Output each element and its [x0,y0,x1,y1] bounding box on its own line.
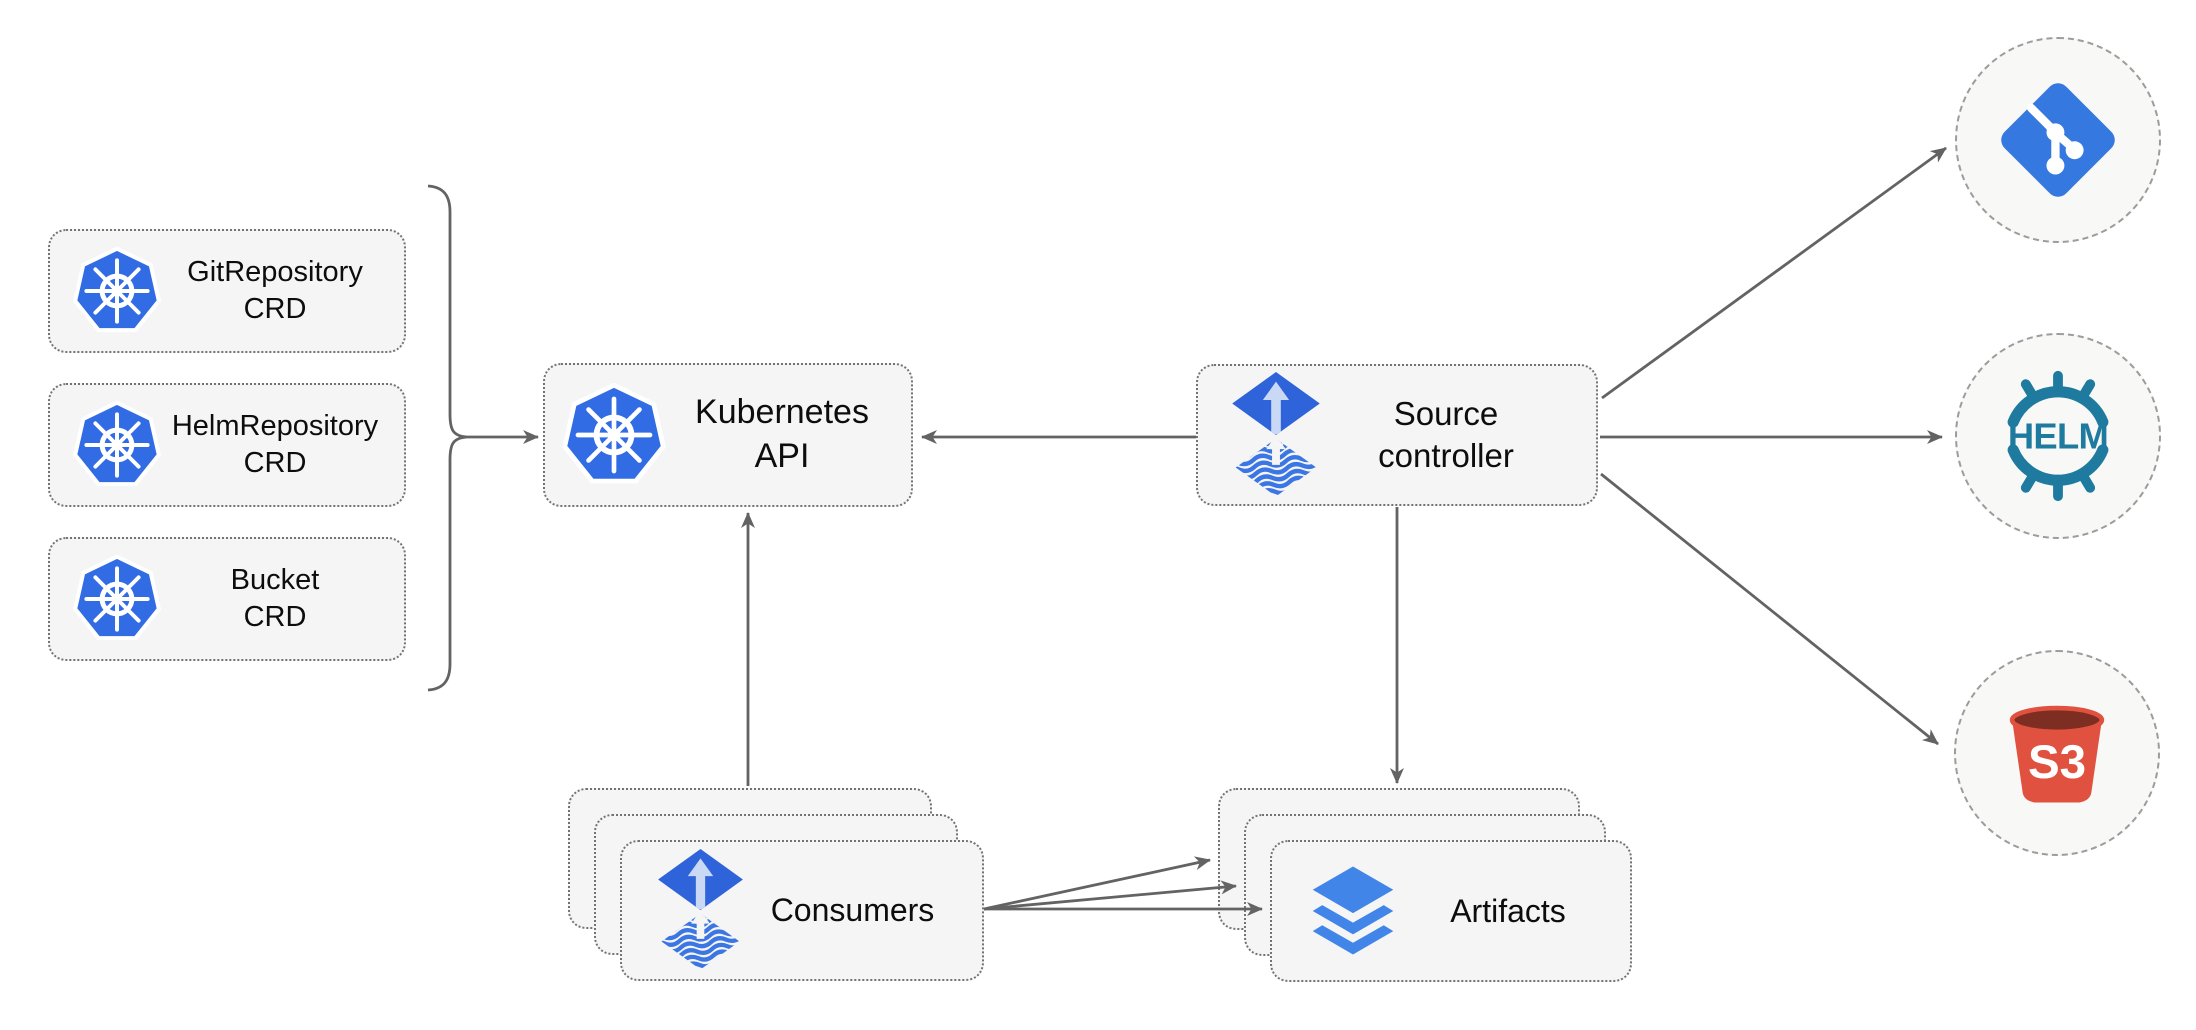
node-label: HelmRepository CRD [162,408,404,482]
node-git-repository-crd: GitRepository CRD [48,229,406,353]
helm-icon: HELM [2007,370,2109,502]
arrow-consumers-to-artifacts-2 [983,880,1237,911]
node-label-line1: Bucket [230,563,320,596]
flux-icon [1232,372,1320,499]
node-kubernetes-api: Kubernetes API [543,363,913,507]
node-label-line2: CRD [243,447,307,479]
node-label-line2: controller [1378,437,1514,474]
arrow-source-controller-to-s3 [1600,472,1939,746]
kubernetes-icon [72,246,162,336]
node-consumers: Consumers [620,840,984,981]
node-label: Artifacts [1450,892,1566,929]
arrow-consumers-to-artifacts-1 [983,856,1211,911]
git-icon [2001,83,2115,197]
node-label: Consumers [770,892,935,929]
kubernetes-icon [72,554,162,644]
s3-logo-text: S3 [2028,736,2086,789]
arrow-source-controller-to-git [1601,146,1947,400]
crd-group-bracket [427,184,468,692]
kubernetes-icon [561,382,667,488]
flux-icon [658,849,743,972]
external-source-helm: HELM [1955,333,2161,539]
node-label: Kubernetes API [695,393,869,475]
node-label: Bucket CRD [162,562,404,636]
external-source-s3: S3 [1954,650,2160,856]
node-label: GitRepository CRD [162,254,404,328]
node-label-line1: HelmRepository [171,409,379,442]
node-artifacts: Artifacts [1270,840,1632,982]
external-source-git [1955,37,2161,243]
helm-logo-text: HELM [2008,416,2108,457]
node-helm-repository-crd: HelmRepository CRD [48,383,406,507]
node-label: Source controller [1320,393,1596,477]
node-label-line2: CRD [243,293,307,325]
node-label-line2: CRD [243,601,307,633]
node-source-controller: Source controller [1196,364,1598,506]
layers-icon [1300,858,1406,964]
s3-icon: S3 [2009,705,2105,803]
node-bucket-crd: Bucket CRD [48,537,406,661]
node-label-line1: Source [1393,394,1499,432]
kubernetes-icon [72,400,162,490]
node-label-line1: GitRepository [187,255,363,288]
